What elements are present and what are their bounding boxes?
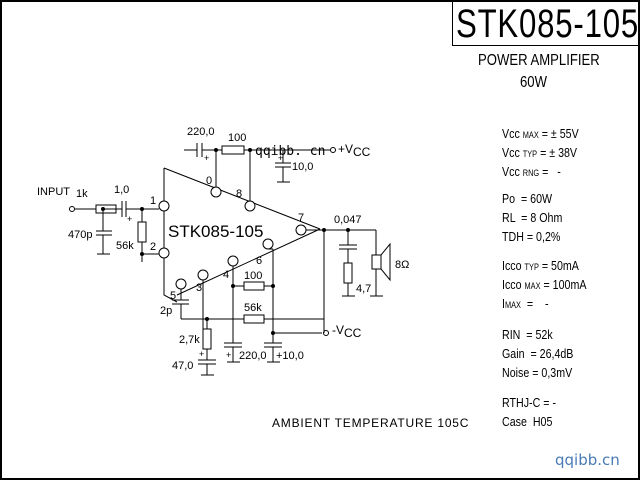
label-c-boot2: +10,0 xyxy=(276,350,304,362)
plus-marker: + xyxy=(204,153,209,163)
plus-marker: + xyxy=(278,153,283,163)
spec-rthjc: RTHJ-C = - xyxy=(502,395,557,410)
pin-label-2: 2 xyxy=(150,241,156,253)
pin-label-8: 8 xyxy=(236,188,242,200)
spec-icco-max: Icco MAX = 100mA xyxy=(502,277,587,292)
label-c-comp: 2p xyxy=(160,305,172,317)
label-r-fb1: 100 xyxy=(244,270,262,282)
watermark-overlay: qqibb. cn xyxy=(255,144,325,159)
label-c-in: 1,0 xyxy=(114,184,129,196)
pin-4 xyxy=(227,255,239,267)
resistor-4r7 xyxy=(343,262,353,284)
resistor-100-supply xyxy=(221,145,245,155)
pin-3 xyxy=(197,269,209,281)
spec-imax: IMAX = - xyxy=(502,296,549,311)
plus-marker: + xyxy=(127,214,132,224)
pin-label-0: 0 xyxy=(206,175,212,187)
label-r-bias: 56k xyxy=(116,240,134,252)
spec-vcc-max: Vcc MAX = ± 55V xyxy=(502,126,579,141)
resistor-100-fb xyxy=(243,281,265,291)
plus-marker: + xyxy=(199,349,204,359)
pin-6 xyxy=(262,238,274,250)
label-c-boot: 220,0 xyxy=(239,350,267,362)
pin-8 xyxy=(244,200,256,212)
page-title: STK085-105 xyxy=(456,2,639,46)
spec-vcc-rng: Vcc RNG = - xyxy=(502,164,561,179)
vcc-neg-terminal[interactable] xyxy=(323,330,329,336)
pin-0 xyxy=(210,186,222,198)
title-box xyxy=(452,0,638,46)
label-r-zobel: 4,7 xyxy=(356,283,371,295)
spec-tdh: TDH = 0,2% xyxy=(502,229,561,244)
spec-po: Po = 60W xyxy=(502,191,553,206)
chip-label: STK085-105 xyxy=(168,222,263,241)
amp-bottom-edge xyxy=(176,228,321,296)
label-c-filter: 470p xyxy=(68,229,92,241)
plus-marker: + xyxy=(226,350,231,360)
resistor-56k-fb xyxy=(243,314,265,324)
label-c-supply: 220,0 xyxy=(187,126,215,138)
pin-label-5: 5 xyxy=(170,290,176,302)
pin-label-4: 4 xyxy=(223,269,229,281)
ambient-temperature: AMBIENT TEMPERATURE 105C xyxy=(272,416,470,430)
label-r-gnd: 2,7k xyxy=(179,334,200,346)
spec-icco-typ: Icco TYP = 50mA xyxy=(502,258,579,273)
spec-noise: Noise = 0,3mV xyxy=(502,365,573,380)
pin-label-3: 3 xyxy=(196,282,202,294)
label-c-decouple: 10,0 xyxy=(292,161,313,173)
pin-label-1: 1 xyxy=(150,195,156,207)
pin-1 xyxy=(158,200,170,212)
input-terminal[interactable] xyxy=(69,206,75,212)
power-rating: 60W xyxy=(520,74,547,91)
vcc-pos-terminal[interactable] xyxy=(330,147,336,153)
label-r-supply: 100 xyxy=(228,132,246,144)
pin-label-7: 7 xyxy=(298,212,304,224)
pin-5 xyxy=(175,278,187,290)
label-r-fb2: 56k xyxy=(244,302,262,314)
spec-rin: RIN = 52k xyxy=(502,327,553,342)
pin-2 xyxy=(158,247,170,259)
label-vcc-neg: -VCC xyxy=(332,323,362,340)
spec-case: Case H05 xyxy=(502,414,553,429)
label-vcc-pos: +VCC xyxy=(338,142,371,159)
pin-7 xyxy=(295,224,307,236)
spec-gain: Gain = 26,4dB xyxy=(502,346,574,361)
speaker-cone xyxy=(380,242,391,282)
label-c-zobel: 0,047 xyxy=(334,214,362,226)
speaker-coil xyxy=(371,254,382,270)
pin-label-6: 6 xyxy=(256,255,262,267)
watermark: qqibb.cn xyxy=(555,451,620,469)
resistor-56k-bias xyxy=(137,221,147,243)
label-c-gnd: 47,0 xyxy=(172,360,193,372)
spec-rl: RL = 8 Ohm xyxy=(502,210,563,225)
label-speaker: 8Ω xyxy=(395,259,409,271)
amp-top-edge xyxy=(163,167,321,230)
spec-vcc-typ: Vcc TYP = ± 38V xyxy=(502,145,578,160)
label-r-in: 1k xyxy=(76,188,88,200)
resistor-2k7 xyxy=(202,328,212,350)
subtitle: POWER AMPLIFIER xyxy=(478,52,600,69)
label-input: INPUT xyxy=(37,186,70,198)
